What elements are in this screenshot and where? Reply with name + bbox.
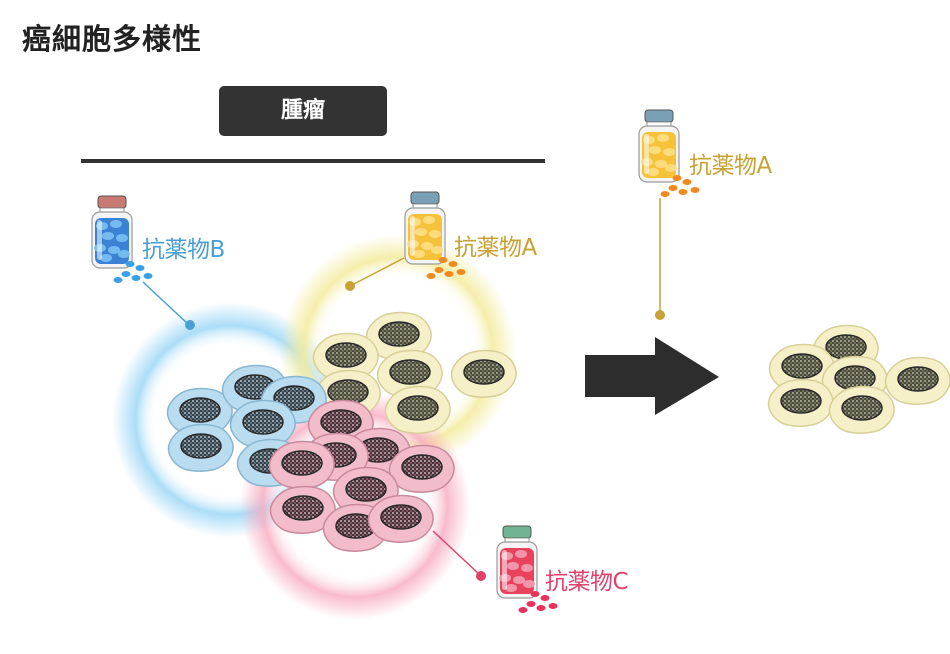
drug-c-connector bbox=[432, 530, 486, 581]
yellow-tumor-cell bbox=[450, 349, 517, 398]
drug-a-label: 抗薬物A bbox=[454, 235, 537, 261]
pink-tumor-cell bbox=[269, 485, 336, 534]
drug-a-bottle-icon bbox=[404, 191, 466, 279]
drug-a-right-bottle-icon bbox=[638, 109, 700, 197]
drug-c-label: 抗薬物C bbox=[545, 569, 629, 595]
right-arrow-icon bbox=[585, 337, 719, 415]
drug-c-bottle-icon bbox=[496, 525, 558, 613]
page-title: 癌細胞多様性 bbox=[22, 22, 203, 56]
drug-a-right-connector bbox=[655, 198, 665, 320]
drug-a-connector bbox=[345, 257, 405, 291]
yellow-resistant-cell bbox=[768, 343, 835, 392]
yellow-tumor-cell bbox=[376, 349, 443, 398]
tumor-underline bbox=[81, 159, 545, 163]
yellow-resistant-cell bbox=[884, 356, 950, 405]
tumor-cell-cluster bbox=[166, 311, 517, 552]
yellow-tumor-cell bbox=[312, 332, 379, 381]
pink-tumor-cell bbox=[388, 444, 455, 493]
yellow-tumor-cell bbox=[365, 311, 432, 360]
pink-tumor-cell bbox=[367, 494, 434, 543]
resistant-cell-cluster bbox=[767, 324, 950, 434]
drug-b-connector bbox=[142, 281, 195, 330]
yellow-resistant-cell bbox=[767, 378, 834, 427]
yellow-resistant-cell bbox=[828, 385, 895, 434]
pink-tumor-cell bbox=[268, 440, 335, 489]
yellow-tumor-cell bbox=[384, 385, 451, 434]
blue-tumor-cell bbox=[229, 399, 296, 448]
drug-b-bottle-icon bbox=[91, 195, 153, 283]
tumor-label: 腫瘤 bbox=[219, 86, 387, 136]
blue-tumor-cell bbox=[167, 423, 234, 472]
drug-a-right-label: 抗薬物A bbox=[689, 153, 772, 179]
drug-b-label: 抗薬物B bbox=[142, 237, 225, 263]
